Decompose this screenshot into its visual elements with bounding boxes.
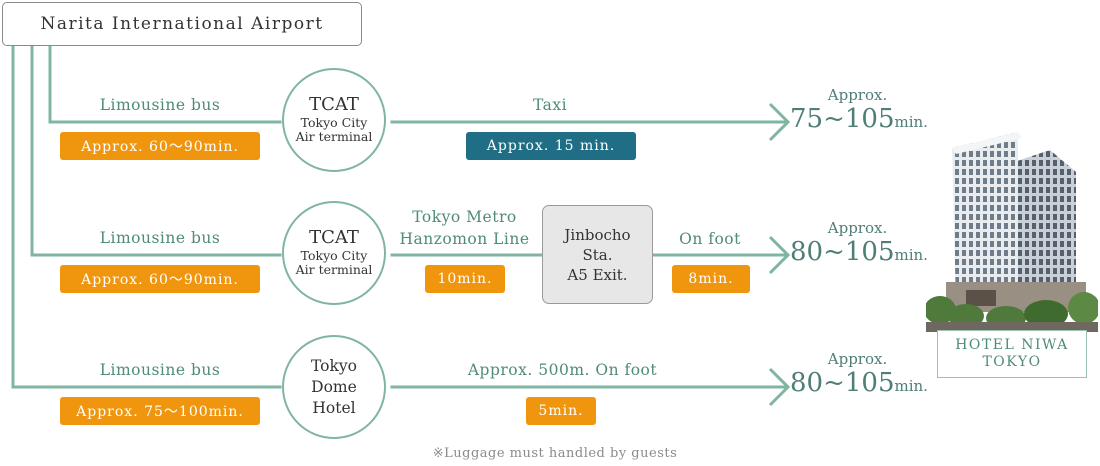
tower-right bbox=[1014, 150, 1076, 302]
tower-left bbox=[952, 132, 1018, 304]
route-2-hub-sub2: Air terminal bbox=[295, 262, 373, 278]
route-1-leg-2-time: Approx. 15 min. bbox=[466, 132, 636, 160]
trees bbox=[926, 292, 1098, 330]
route-2-hub-sub1: Tokyo City bbox=[300, 247, 368, 263]
hotel-building-illustration bbox=[926, 132, 1098, 332]
route-3-total-time: Approx. 80~105min. bbox=[790, 350, 928, 398]
route-2-leg-3-time: 8min. bbox=[672, 265, 750, 293]
route-1-total-pre: Approx. bbox=[827, 86, 888, 104]
route-2-station-line-3: A5 Exit. bbox=[567, 265, 628, 284]
route-2-station-line-2: Sta. bbox=[582, 245, 613, 264]
arrow-icon-route-1 bbox=[768, 102, 791, 142]
origin-box: Narita International Airport bbox=[2, 2, 362, 46]
route-1-total-time: Approx. 75~105min. bbox=[790, 86, 928, 134]
destination-caption: HOTEL NIWA TOKYO bbox=[937, 330, 1087, 378]
route-3-leg-1-time: Approx. 75～100min. bbox=[60, 397, 260, 425]
route-3-total-unit: min. bbox=[894, 377, 928, 395]
route-3-hub-line-2: Dome bbox=[311, 377, 357, 396]
route-2-leg-2-mode-2: Hanzomon Line bbox=[399, 230, 530, 248]
route-3-leg-2-time: 5min. bbox=[526, 397, 596, 425]
route-2-hub: TCAT Tokyo City Air terminal bbox=[282, 201, 386, 305]
route-3-hub-line-3: Hotel bbox=[312, 398, 356, 417]
route-3-hub: Tokyo Dome Hotel bbox=[282, 335, 386, 439]
route-2-leg-1-mode: Limousine bus bbox=[99, 229, 221, 247]
route-2-leg-2-time: 10min. bbox=[425, 265, 505, 293]
route-2-station: Jinbocho Sta. A5 Exit. bbox=[542, 205, 653, 304]
route-2-hub-title: TCAT bbox=[309, 227, 359, 249]
route-1-total-unit: min. bbox=[894, 113, 928, 131]
route-3-leg-2-mode: Approx. 500m. On foot bbox=[467, 361, 658, 379]
destination-line-1: HOTEL NIWA bbox=[955, 337, 1069, 353]
route-2-leg-2-mode-1: Tokyo Metro bbox=[412, 208, 517, 226]
arrow-icon-route-2 bbox=[768, 235, 791, 275]
route-2-total-pre: Approx. bbox=[827, 219, 888, 237]
trunk-line-route-3 bbox=[11, 44, 282, 389]
route-3-total-pre: Approx. bbox=[827, 350, 888, 368]
route-1-total-value: 75~105 bbox=[790, 104, 895, 134]
route-3-hub-line-1: Tokyo bbox=[311, 356, 357, 375]
route-1-leg-1-time: Approx. 60～90min. bbox=[60, 132, 260, 160]
route-1-leg-1-mode: Limousine bus bbox=[99, 96, 221, 114]
route-1-hub: TCAT Tokyo City Air terminal bbox=[282, 68, 386, 172]
origin-label: Narita International Airport bbox=[40, 14, 324, 34]
route-2-total-unit: min. bbox=[894, 246, 928, 264]
route-2-total-value: 80~105 bbox=[790, 237, 895, 267]
trunk-line-route-1 bbox=[48, 44, 282, 124]
route-1-hub-sub1: Tokyo City bbox=[300, 114, 368, 130]
luggage-note: ※Luggage must handled by guests bbox=[432, 446, 678, 461]
route-3-leg-1-mode: Limousine bus bbox=[99, 361, 221, 379]
route-3-total-value: 80~105 bbox=[790, 368, 895, 398]
route-1-hub-title: TCAT bbox=[309, 94, 359, 116]
route-2-leg-1-time: Approx. 60～90min. bbox=[60, 265, 260, 293]
route-1-leg-2-mode: Taxi bbox=[532, 96, 568, 114]
trunk-line-route-2 bbox=[30, 44, 282, 257]
destination-line-2: TOKYO bbox=[982, 354, 1042, 370]
arrow-icon-route-3 bbox=[768, 367, 791, 407]
route-2-total-time: Approx. 80~105min. bbox=[790, 219, 928, 267]
route-2-station-line-1: Jinbocho bbox=[564, 225, 631, 244]
route-2-leg-3-mode: On foot bbox=[679, 230, 741, 248]
route-1-hub-sub2: Air terminal bbox=[295, 129, 373, 145]
